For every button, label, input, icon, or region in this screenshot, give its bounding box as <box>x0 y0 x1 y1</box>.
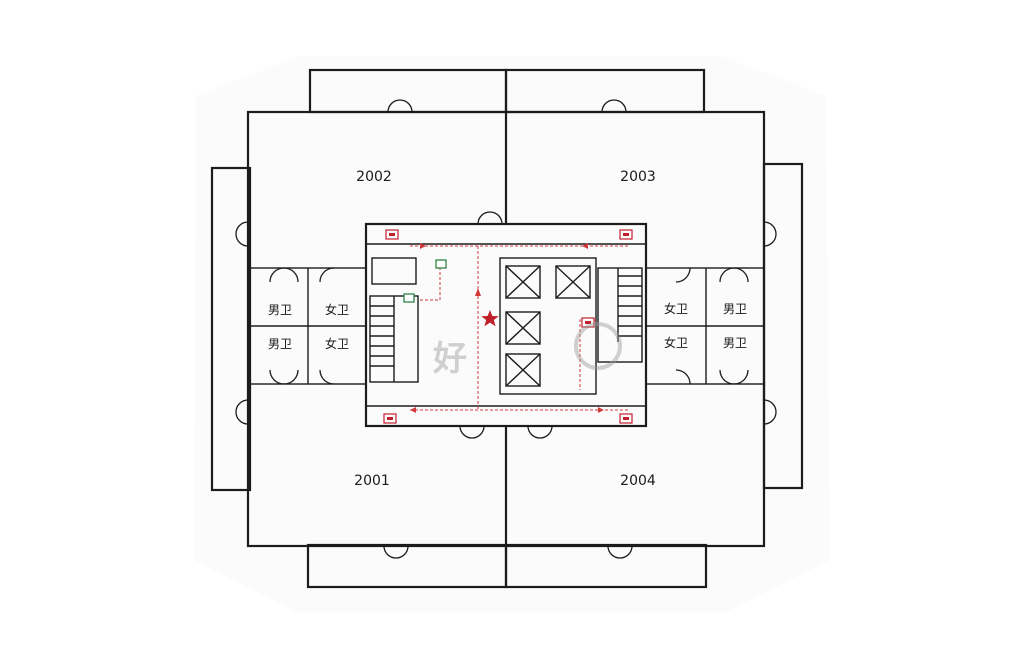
stair-icon <box>369 295 419 383</box>
restroom-label: 男卫 <box>723 336 747 350</box>
restroom-block-right <box>645 267 765 385</box>
door-swing-icon <box>383 545 409 559</box>
unit-label-2002: 2002 <box>356 169 392 185</box>
elevator-icon <box>505 311 541 345</box>
fire-hydrant-icon <box>581 317 595 328</box>
paper-background <box>194 56 830 612</box>
stair-icon <box>597 267 643 363</box>
unit-label-2004: 2004 <box>620 473 656 489</box>
door-swing-icon <box>477 211 503 225</box>
watermark: 好 <box>432 322 622 379</box>
unit-label-2001: 2001 <box>354 473 390 489</box>
restroom-label: 女卫 <box>664 335 688 350</box>
door-swing-icon <box>387 99 413 113</box>
fire-hydrant-icon <box>385 229 399 240</box>
restroom-label: 男卫 <box>268 337 292 351</box>
elevator-icon <box>505 265 541 299</box>
restroom-label: 男卫 <box>723 302 747 316</box>
fire-hydrant-icon <box>403 293 415 303</box>
door-swing-icon <box>235 221 249 247</box>
stair-landing-left <box>371 257 417 285</box>
fire-hydrant-icon <box>383 413 397 424</box>
door-swing-icon <box>459 425 553 439</box>
watermark-text: 好 <box>432 339 467 379</box>
restroom-label: 女卫 <box>325 336 349 351</box>
fire-hydrant-icon <box>435 259 447 269</box>
door-swing-icon <box>607 545 633 559</box>
door-swing-icon <box>763 221 777 247</box>
restroom-label: 男卫 <box>268 303 292 317</box>
elevator-icon <box>555 265 591 299</box>
door-swing-icon <box>763 399 777 425</box>
elevator-icon <box>505 353 541 387</box>
door-swing-icon <box>269 267 749 385</box>
elevator-shaft <box>499 257 597 395</box>
fire-hydrant-icon <box>619 229 633 240</box>
restroom-label: 女卫 <box>325 302 349 317</box>
restroom-label: 女卫 <box>664 301 688 316</box>
fire-hydrant-icon <box>619 413 633 424</box>
door-swing-icon <box>601 99 627 113</box>
unit-label-2003: 2003 <box>620 169 656 185</box>
location-star-icon <box>481 310 499 327</box>
door-swing-icon <box>235 399 249 425</box>
